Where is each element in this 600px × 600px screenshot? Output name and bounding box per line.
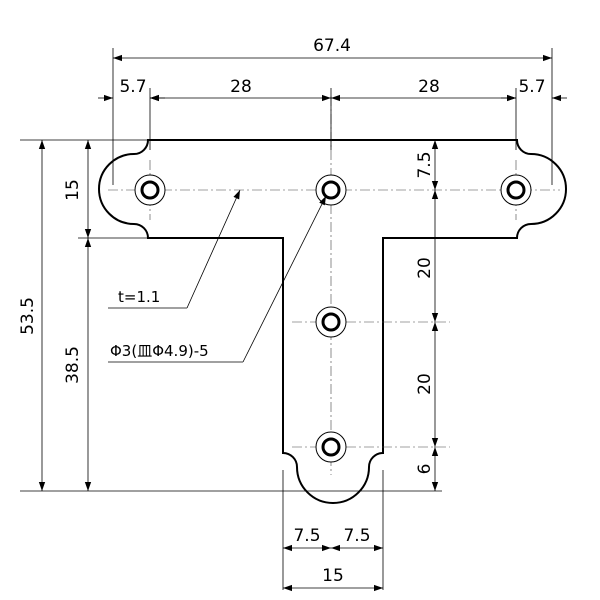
hole-stem-bottom: [315, 431, 347, 463]
dim-stem-height: 38.5: [63, 346, 83, 384]
dim-bar-height: 15: [63, 179, 83, 201]
dim-edge-right: 5.7: [518, 77, 545, 97]
thickness-note: t=1.1: [118, 288, 160, 306]
dim-stem-width: 15: [322, 566, 344, 586]
hole-right: [500, 174, 532, 206]
dim-span-right: 28: [418, 77, 440, 97]
dim-stem-half-left: 7.5: [293, 526, 320, 546]
dimension-lines: [38, 54, 567, 592]
dim-span-left: 28: [230, 77, 252, 97]
dim-hole-pitch-2: 20: [415, 373, 435, 395]
leader-lines: [108, 189, 327, 363]
dim-edge-left: 5.7: [119, 77, 146, 97]
dim-hole-top-offset: 7.5: [415, 151, 435, 178]
hole-center-top: [315, 174, 347, 206]
dim-stem-half-right: 7.5: [343, 526, 370, 546]
dim-hole-pitch-1: 20: [415, 257, 435, 279]
hole-stem-middle: [315, 306, 347, 338]
dim-overall-height: 53.5: [18, 297, 38, 335]
hole-left: [134, 174, 166, 206]
hole-spec-note: Φ3(皿Φ4.9)-5: [110, 342, 209, 360]
dim-hole-bottom-offset: 6: [415, 464, 435, 475]
dim-overall-width: 67.4: [313, 36, 351, 56]
